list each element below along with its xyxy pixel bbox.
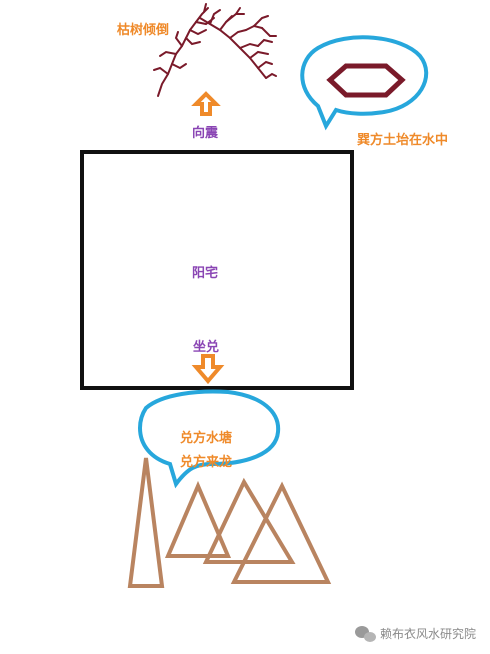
down-arrow-icon: [191, 354, 225, 385]
mountain-2: [202, 477, 296, 564]
label-dui-dragon: 兑方来龙: [180, 455, 233, 470]
watermark-text: 赖布衣风水研究院: [380, 627, 477, 641]
label-withered-tree: 枯树倾倒: [117, 23, 170, 38]
mountain-3: [230, 481, 332, 584]
mountain-1: [164, 480, 232, 558]
label-direction-zhen: 向震: [192, 126, 219, 141]
house-square: [80, 150, 354, 390]
mountains: [127, 457, 332, 588]
wechat-icon: [355, 626, 376, 642]
up-arrow-icon: [191, 91, 221, 116]
hexagon-soil-platform: [326, 63, 406, 98]
label-dui-pond: 兑方水塘: [180, 431, 233, 446]
label-xun-soil: 巽方土坮在水中: [357, 133, 449, 148]
withered-tree: [153, 3, 277, 97]
label-sit-dui: 坐兑: [193, 340, 220, 355]
speech-bubble-xun: [300, 35, 429, 131]
speech-bubble-dui: [137, 389, 281, 489]
mountain-tall: [127, 457, 165, 588]
label-house: 阳宅: [192, 266, 219, 281]
